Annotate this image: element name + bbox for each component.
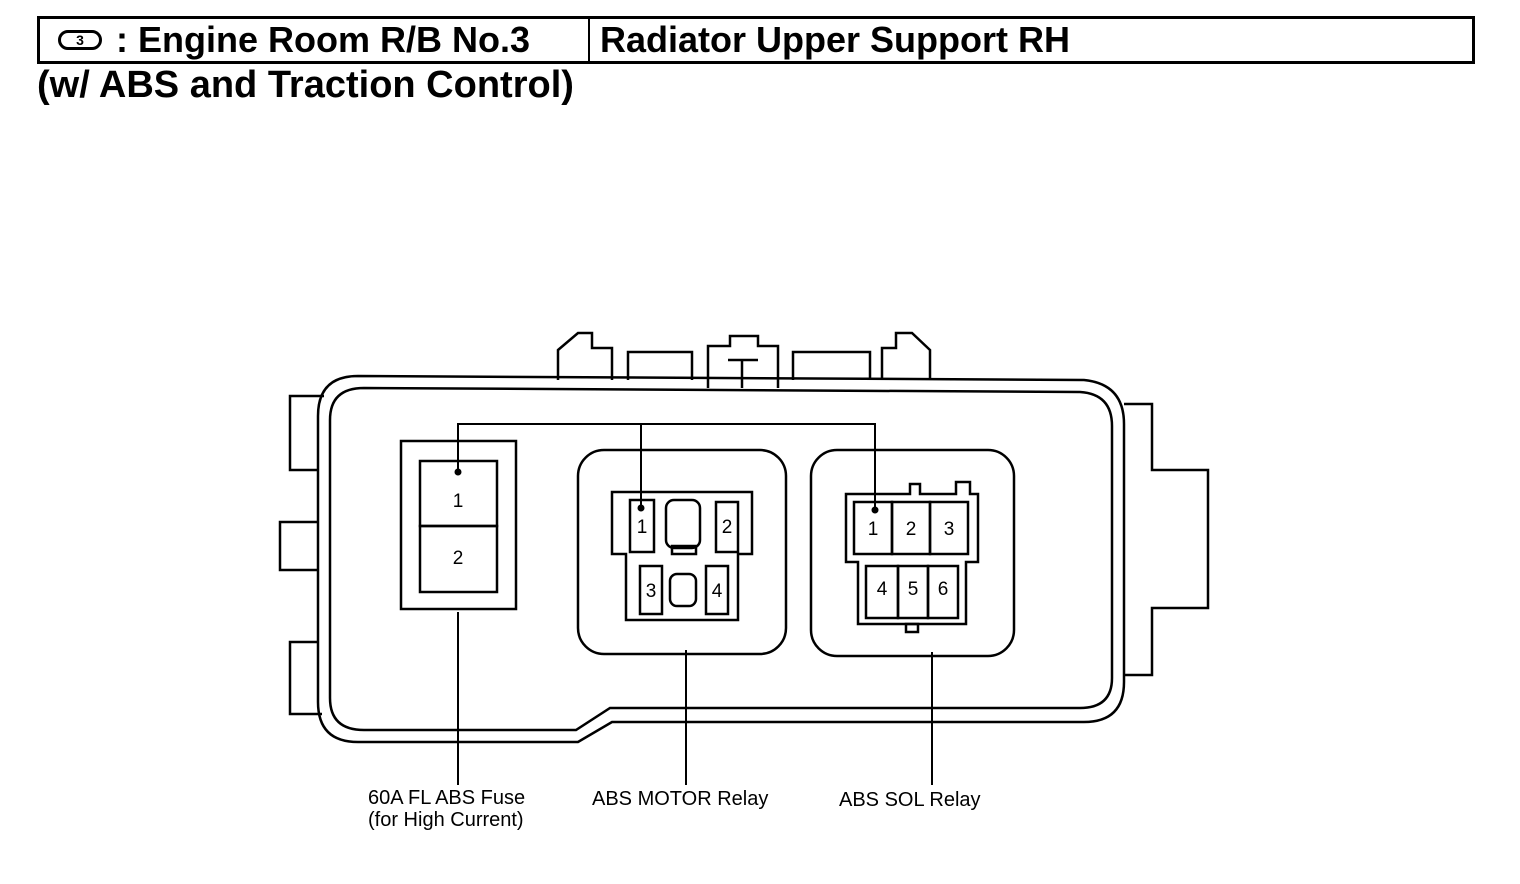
connector-name: : Engine Room R/B No.3 xyxy=(116,19,530,60)
sol-pin-6: 6 xyxy=(938,579,949,600)
connector-cell: 3 : Engine Room R/B No.3 xyxy=(40,19,590,61)
sol-pin-5: 5 xyxy=(908,579,919,600)
top-tabs xyxy=(556,331,932,388)
subtitle: (w/ ABS and Traction Control) xyxy=(37,64,574,106)
fuse-pin-2: 2 xyxy=(453,548,464,569)
sol-relay-label: ABS SOL Relay xyxy=(839,789,981,811)
fuse-label-line2: (for High Current) xyxy=(368,809,524,831)
leader-lines xyxy=(457,612,933,785)
motor-relay-label: ABS MOTOR Relay xyxy=(592,788,768,810)
motor-pin-4: 4 xyxy=(712,581,723,602)
fuse-label-line1: 60A FL ABS Fuse xyxy=(368,787,525,809)
fuse-pin-1: 1 xyxy=(453,491,464,512)
header-box: 3 : Engine Room R/B No.3 Radiator Upper … xyxy=(37,16,1475,64)
abs-sol-relay: 1 2 3 4 5 6 xyxy=(809,448,1016,658)
right-bump xyxy=(1124,402,1210,677)
location-text: Radiator Upper Support RH xyxy=(600,19,1071,60)
housing-inner xyxy=(328,386,1114,732)
abs-motor-relay: 1 2 3 4 xyxy=(576,448,788,656)
motor-pin-2: 2 xyxy=(722,517,733,538)
sol-pin-2: 2 xyxy=(906,519,917,540)
sol-pin-1: 1 xyxy=(868,519,879,540)
sol-pin-3: 3 xyxy=(944,519,955,540)
motor-pin-3: 3 xyxy=(646,581,657,602)
connection-lines xyxy=(454,423,879,514)
motor-pin-1: 1 xyxy=(637,517,648,538)
connector-code-badge: 3 xyxy=(58,30,102,50)
sol-pin-4: 4 xyxy=(877,579,888,600)
housing-outer xyxy=(316,374,1126,744)
location-cell: Radiator Upper Support RH xyxy=(590,19,1472,61)
left-tabs xyxy=(278,394,324,716)
